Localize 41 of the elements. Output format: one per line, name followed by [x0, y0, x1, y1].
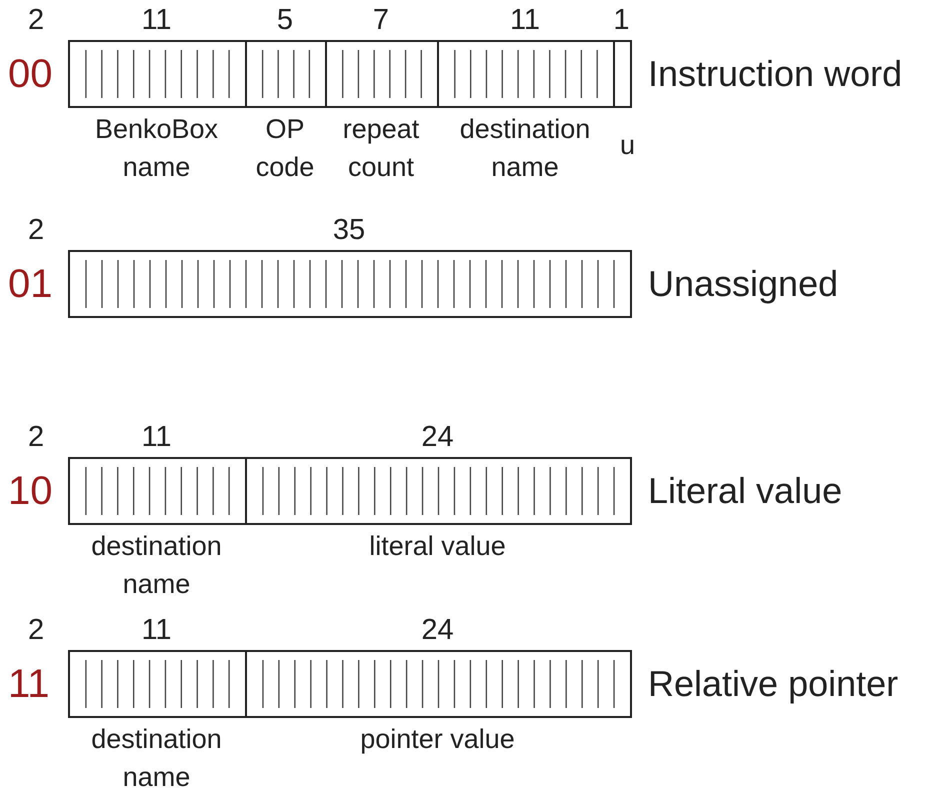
bit-count: 11	[508, 4, 542, 36]
bit-count: 35	[332, 214, 366, 246]
bit-field-box	[68, 650, 247, 718]
bit-count: 11	[140, 614, 173, 646]
bit-count: 7	[372, 4, 390, 36]
bit-count: 11	[140, 4, 173, 36]
bit-field-box	[245, 457, 632, 525]
bit-field-box	[68, 40, 247, 108]
bit-count: 2	[28, 4, 44, 36]
bit-count: 24	[420, 614, 455, 646]
bit-count: 11	[140, 421, 173, 453]
field-name: repeat count	[342, 113, 420, 184]
bit-count: 2	[28, 421, 44, 453]
bit-field-box	[613, 40, 632, 108]
field-name: u	[618, 129, 636, 162]
bit-field-box	[68, 250, 632, 318]
row-title: Relative pointer	[648, 664, 898, 704]
field-name: BenkoBox name	[94, 113, 220, 184]
row-title: Literal value	[648, 471, 842, 511]
row-title: Unassigned	[648, 264, 838, 304]
field-name: OP code	[254, 113, 316, 184]
field-name: literal value	[368, 530, 507, 563]
bit-count: 5	[276, 4, 294, 36]
prefix-code: 01	[8, 262, 52, 306]
bit-count: 2	[28, 214, 44, 246]
field-name: pointer value	[359, 723, 516, 756]
bit-field-box	[68, 457, 247, 525]
prefix-code: 00	[8, 52, 52, 96]
bit-field-box	[325, 40, 439, 108]
row-title: Instruction word	[648, 54, 902, 94]
field-name: destination name	[90, 723, 223, 788]
bit-count: 24	[420, 421, 455, 453]
prefix-code: 11	[8, 662, 50, 706]
field-name: destination name	[458, 113, 592, 184]
bit-count: 2	[28, 614, 44, 646]
prefix-code: 10	[8, 469, 52, 513]
bit-count: 1	[612, 4, 631, 36]
bit-field-box	[245, 650, 632, 718]
field-name: destination name	[90, 530, 223, 601]
bit-field-box	[245, 40, 327, 108]
bit-field-box	[437, 40, 615, 108]
